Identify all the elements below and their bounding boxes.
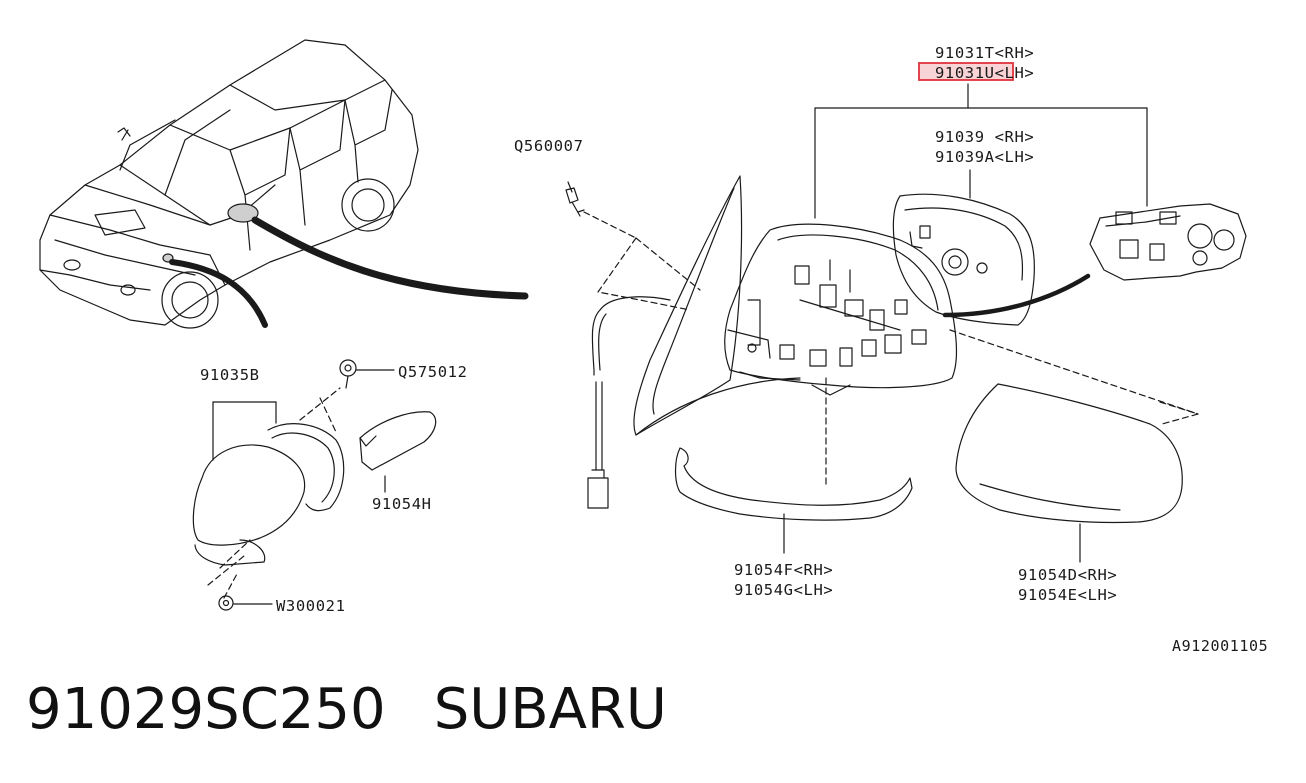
label-cover-lower-lh[interactable]: 91054G<LH> [734, 581, 833, 599]
lower-cover [674, 377, 913, 554]
mirror-holder-plate [892, 193, 1035, 326]
wiring-harness [587, 237, 701, 509]
upper-cover [949, 329, 1199, 563]
label-cover-small[interactable]: 91054H [372, 495, 432, 513]
brand-name: SUBARU [433, 677, 667, 742]
vehicle-illustration [39, 39, 419, 329]
label-cover-lower-rh[interactable]: 91054F<RH> [734, 561, 833, 579]
label-screw-top[interactable]: Q560007 [514, 137, 584, 155]
label-glass-lh[interactable]: 91031U<LH> [935, 64, 1034, 82]
label-holder-rh[interactable]: 91039 <RH> [935, 128, 1034, 146]
vehicle-leader-right [251, 216, 529, 300]
label-mirror-assy[interactable]: 91035B [200, 366, 260, 384]
mirror-motor [1089, 203, 1247, 281]
leader-brackets [814, 83, 1148, 219]
label-holder-lh[interactable]: 91039A<LH> [935, 148, 1034, 166]
mirror-location-marker [162, 203, 259, 263]
label-cover-upper-lh[interactable]: 91054E<LH> [1018, 586, 1117, 604]
label-screw-small[interactable]: Q575012 [398, 363, 468, 381]
mirror-base [633, 175, 801, 436]
label-glass-rh[interactable]: 91031T<RH> [935, 44, 1034, 62]
motor-cable [942, 273, 1091, 318]
label-cover-upper-rh[interactable]: 91054D<RH> [1018, 566, 1117, 584]
vehicle-leader-left [169, 259, 268, 328]
part-number: 91029SC250 [26, 677, 386, 742]
highlight-box [918, 62, 1014, 81]
diagram-reference: A912001105 [1172, 637, 1268, 655]
screw-q560007 [565, 181, 637, 239]
mirror-housing-frame [724, 223, 958, 396]
mirror-assembly-small [192, 359, 437, 611]
label-washer[interactable]: W300021 [276, 597, 346, 615]
